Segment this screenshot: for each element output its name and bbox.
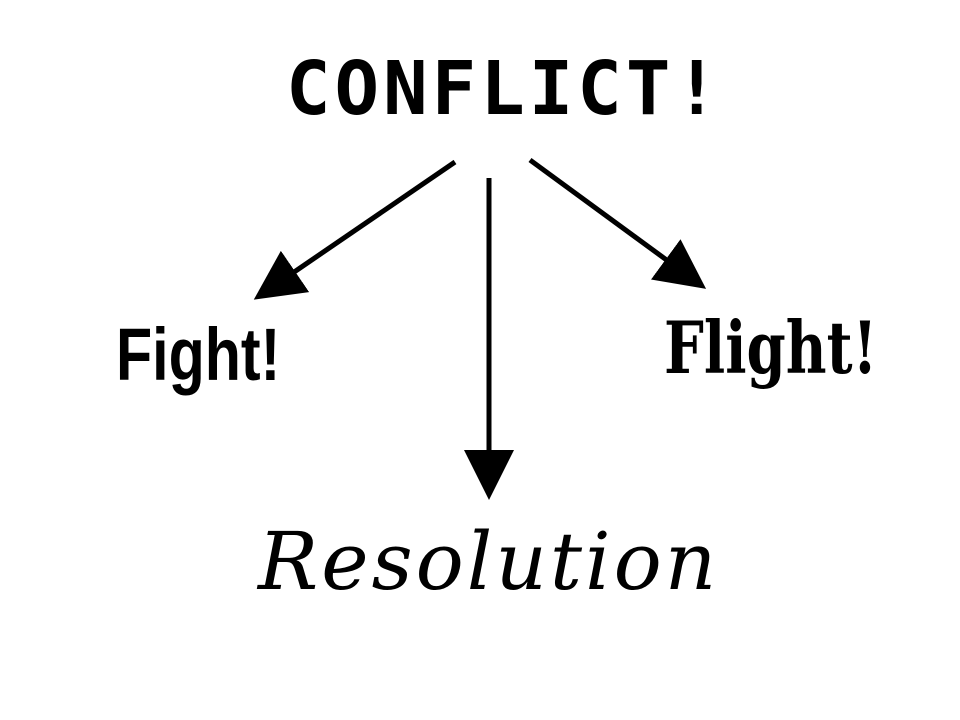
arrow-to-fight <box>253 159 457 300</box>
arrow-to-flight <box>528 157 707 289</box>
conflict-node: CONFLICT! <box>286 46 723 132</box>
flight-node: Flight! <box>664 305 878 390</box>
fight-node: Fight! <box>116 313 281 396</box>
resolution-node: Resolution <box>258 515 720 608</box>
